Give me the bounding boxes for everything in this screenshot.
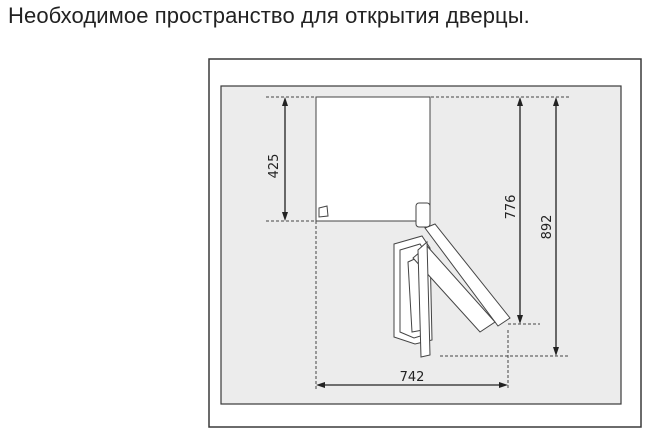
hinge-block [415, 202, 431, 228]
dim-425-line [282, 97, 288, 221]
dim-892-line [553, 97, 559, 356]
dim-425-label: 425 [267, 154, 282, 179]
open-door-swing [412, 223, 511, 358]
dim-742-label: 742 [400, 370, 425, 385]
appliance-body [315, 96, 431, 222]
dim-776-line [517, 97, 523, 324]
dim-742-line [316, 382, 508, 388]
dim-776-label: 776 [504, 195, 519, 220]
dim-892-label: 892 [540, 215, 555, 240]
page-title: Необходимое пространство для открытия дв… [8, 3, 530, 28]
left-door-handle [318, 205, 329, 218]
